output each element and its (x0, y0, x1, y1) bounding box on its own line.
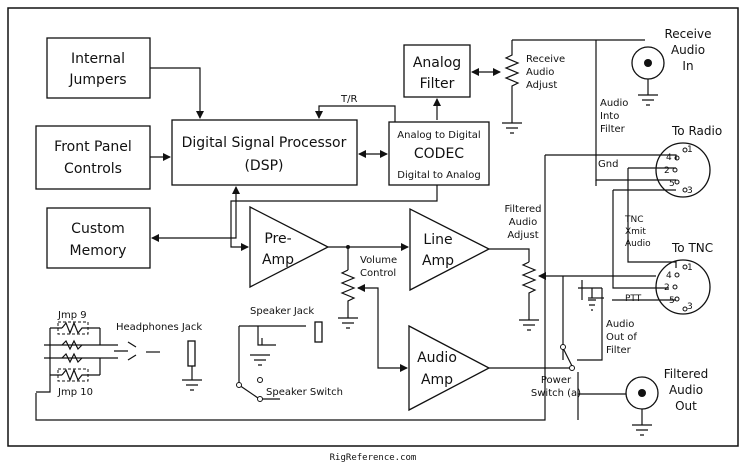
volume-control-line2: Control (360, 268, 396, 279)
radio-pin-3: 3 (687, 186, 693, 196)
radio-pin-5: 5 (669, 179, 675, 189)
ptt-label: PTT (625, 294, 642, 304)
audio-out-filter-line2: Out of (606, 332, 637, 343)
footer-credit: RigReference.com (330, 453, 417, 463)
receive-adjust-line1: Receive (526, 54, 565, 65)
headphones-jack-label: Headphones Jack (116, 322, 202, 333)
to-tnc-label: To TNC (671, 241, 713, 255)
filtered-audio-adjust-pot (519, 261, 656, 331)
headphones-section (36, 321, 202, 393)
front-panel-line1: Front Panel (54, 139, 132, 155)
line-amp-line1: Line (423, 232, 452, 248)
filtered-out-line2: Audio (669, 383, 703, 397)
codec-line1: Analog to Digital (397, 130, 480, 141)
receive-audio-in-line1: Receive (665, 27, 712, 41)
analog-filter-line2: Filter (420, 76, 455, 92)
radio-pin-4: 4 (666, 153, 672, 163)
radio-pin-1: 1 (687, 145, 693, 155)
line-amp-line2: Amp (422, 253, 454, 269)
receive-audio-in-line2: Audio (671, 43, 705, 57)
receive-audio-in-line3: In (682, 59, 693, 73)
diagram-frame (7, 7, 739, 447)
front-panel-controls-block: Front Panel Controls (35, 125, 151, 190)
internal-jumpers-line1: Internal (71, 51, 125, 67)
audio-amp-line1: Audio (417, 350, 457, 366)
tnc-xmit-line3: Audio (625, 239, 651, 249)
tr-label: T/R (340, 94, 357, 105)
volume-control-line1: Volume (360, 255, 397, 266)
codec-line2: CODEC (414, 146, 464, 162)
preamp-line1: Pre- (264, 231, 291, 247)
volume-control-pot (338, 269, 365, 329)
tnc-pin-4: 4 (666, 271, 672, 281)
audio-into-filter-line3: Filter (600, 124, 626, 135)
custom-memory-line1: Custom (71, 221, 125, 237)
audio-out-filter-line1: Audio (606, 319, 634, 330)
filtered-audio-out-jack (578, 376, 659, 436)
dsp-block: Digital Signal Processor (DSP) (171, 119, 358, 186)
filtered-out-line1: Filtered (664, 367, 708, 381)
preamp-triangle: Pre- Amp (249, 205, 330, 289)
internal-jumpers-block: Internal Jumpers (46, 37, 151, 99)
audio-amp-triangle: Audio Amp (408, 324, 491, 412)
audio-amp-line2: Amp (421, 372, 453, 388)
filtered-adjust-line1: Filtered (504, 204, 541, 215)
receive-adjust-line3: Adjust (526, 80, 557, 91)
power-switch-line1: Power (541, 375, 572, 386)
speaker-switch-label: Speaker Switch (266, 387, 343, 398)
power-switch-line2: Switch (a) (531, 388, 581, 399)
tnc-pin-2: 2 (664, 283, 670, 293)
connector-wiring (35, 72, 677, 421)
filtered-adjust-line3: Adjust (507, 230, 538, 241)
tnc-xmit-line2: Xmit (625, 227, 646, 237)
filtered-adjust-line2: Audio (509, 217, 537, 228)
to-radio-label: To Radio (671, 124, 722, 138)
internal-jumpers-line2: Jumpers (68, 72, 126, 88)
audio-into-filter-line1: Audio (600, 98, 628, 109)
radio-pin-2: 2 (664, 166, 670, 176)
audio-into-filter-line2: Into (600, 111, 619, 122)
filtered-out-line3: Out (675, 399, 697, 413)
tnc-pin-3: 3 (687, 302, 693, 312)
receive-adjust-line2: Audio (526, 67, 554, 78)
line-amp-triangle: Line Amp (409, 207, 491, 292)
analog-filter-block: Analog Filter (403, 44, 471, 98)
signal-wiring (150, 67, 575, 372)
to-radio-connector (655, 142, 711, 198)
speaker-section (236, 321, 323, 402)
front-panel-line2: Controls (64, 161, 122, 177)
custom-memory-line2: Memory (70, 243, 127, 259)
gnd-label: Gnd (598, 159, 618, 170)
tnc-pin-1: 1 (687, 263, 693, 273)
receive-audio-in-jack (631, 46, 665, 106)
jmp9-label: Jmp 9 (57, 310, 87, 321)
dsp-line1: Digital Signal Processor (182, 135, 347, 151)
receive-audio-adjust-pot (502, 39, 645, 134)
jmp10-label: Jmp 10 (57, 387, 93, 398)
audio-out-filter-line3: Filter (606, 345, 632, 356)
speaker-jack-label: Speaker Jack (250, 306, 314, 317)
codec-line3: Digital to Analog (397, 170, 480, 181)
tnc-pin-5: 5 (669, 296, 675, 306)
custom-memory-block: Custom Memory (46, 207, 151, 269)
analog-filter-line1: Analog (413, 55, 461, 71)
tnc-xmit-line1: TNC (624, 215, 644, 225)
codec-block: Analog to Digital CODEC Digital to Analo… (388, 121, 490, 186)
dsp-line2: (DSP) (244, 158, 283, 174)
preamp-line2: Amp (262, 252, 294, 268)
